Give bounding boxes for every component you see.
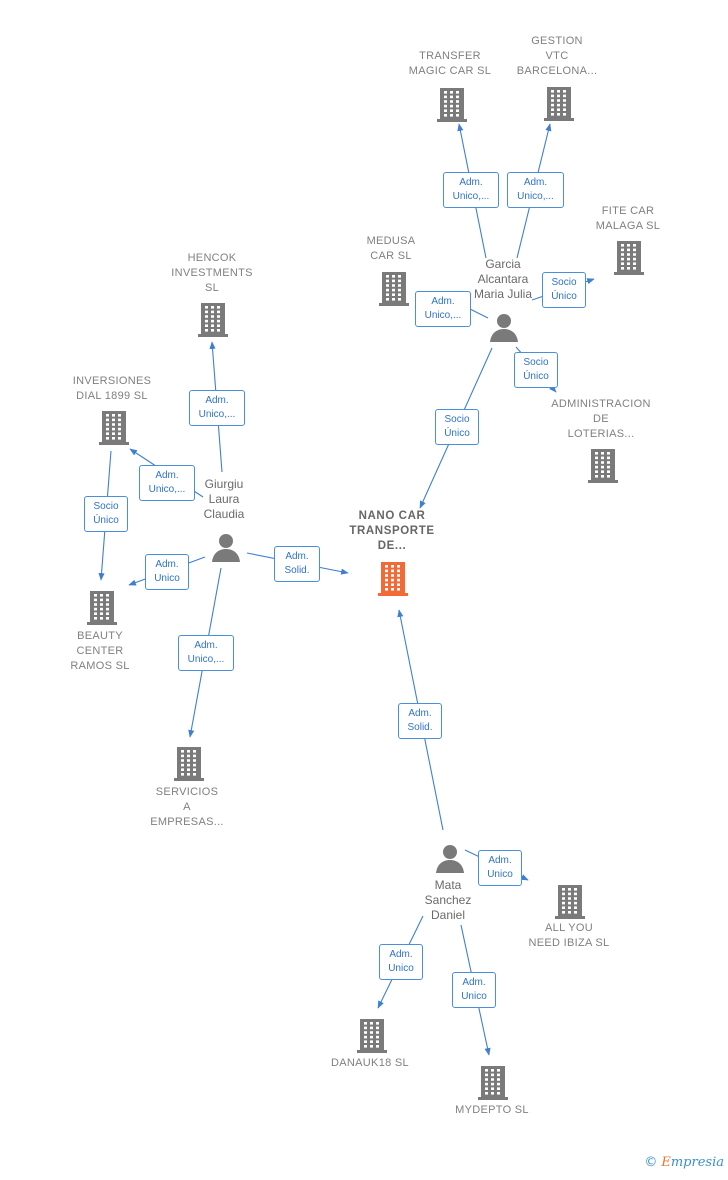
- node-giurgiu[interactable]: Giurgiu Laura Claudia: [203, 477, 245, 521]
- building-icon-hencok[interactable]: [197, 301, 229, 342]
- node-danauk[interactable]: DANAUK18 SL: [331, 1057, 409, 1069]
- edge-label-e5[interactable]: Socio Único: [514, 352, 558, 388]
- building-icon-gestion[interactable]: [543, 85, 575, 126]
- edge-label-e6[interactable]: Socio Único: [435, 409, 479, 445]
- building-icon-danauk[interactable]: [356, 1017, 388, 1058]
- node-gestion[interactable]: GESTION VTC BARCELONA...: [516, 35, 598, 77]
- edge-label-e3[interactable]: Socio Único: [542, 272, 586, 308]
- edge-label-e1[interactable]: Adm. Unico,...: [443, 172, 499, 208]
- node-beauty[interactable]: BEAUTY CENTER RAMOS SL: [70, 630, 130, 672]
- edge-label-e9[interactable]: Socio Único: [84, 496, 128, 532]
- node-allyou[interactable]: ALL YOU NEED IBIZA SL: [528, 922, 610, 949]
- person-icon-garcia[interactable]: [488, 312, 520, 349]
- person-icon-mata[interactable]: [434, 843, 466, 880]
- edge-label-e2[interactable]: Adm. Unico,...: [507, 172, 564, 208]
- person-icon-giurgiu[interactable]: [210, 532, 242, 569]
- edge-label-e11[interactable]: Adm. Solid.: [274, 546, 320, 582]
- node-mata[interactable]: Mata Sanchez Daniel: [424, 878, 472, 922]
- edge-label-e16[interactable]: Adm. Unico: [452, 972, 496, 1008]
- node-nano-car[interactable]: NANO CAR TRANSPORTE DE...: [349, 510, 435, 552]
- node-admin-loterias[interactable]: ADMINISTRACION DE LOTERIAS...: [551, 398, 651, 440]
- node-mydepto[interactable]: MYDEPTO SL: [455, 1104, 529, 1116]
- node-fite[interactable]: FITE CAR MALAGA SL: [595, 205, 661, 232]
- edge-label-e4[interactable]: Adm. Unico,...: [415, 291, 471, 327]
- edge-label-e12[interactable]: Adm. Unico,...: [178, 635, 234, 671]
- edge-label-e7[interactable]: Adm. Unico,...: [189, 390, 245, 426]
- building-icon-medusa[interactable]: [378, 270, 410, 311]
- node-medusa[interactable]: MEDUSA CAR SL: [366, 235, 416, 262]
- building-icon-beauty[interactable]: [86, 589, 118, 630]
- building-icon-admin_loterias[interactable]: [587, 447, 619, 488]
- building-icon-mydepto[interactable]: [477, 1064, 509, 1105]
- building-icon-transfer[interactable]: [436, 86, 468, 127]
- building-icon-servicios[interactable]: [173, 745, 205, 786]
- building-icon-fite[interactable]: [613, 239, 645, 280]
- edge-label-e10[interactable]: Adm. Unico: [145, 554, 189, 590]
- brand-logo: ©Empresia: [644, 1155, 724, 1170]
- edge-label-e15[interactable]: Adm. Unico: [379, 944, 423, 980]
- node-servicios[interactable]: SERVICIOS A EMPRESAS...: [150, 786, 224, 828]
- building-icon-nano[interactable]: [377, 560, 409, 601]
- node-inversiones[interactable]: INVERSIONES DIAL 1899 SL: [72, 375, 152, 402]
- edge-label-e8[interactable]: Adm. Unico,...: [139, 465, 195, 501]
- edge-label-e14[interactable]: Adm. Unico: [478, 850, 522, 886]
- edge-label-e13[interactable]: Adm. Solid.: [398, 703, 442, 739]
- node-garcia[interactable]: Garcia Alcantara Maria Julia: [473, 257, 533, 301]
- node-transfer[interactable]: TRANSFER MAGIC CAR SL: [408, 50, 492, 77]
- building-icon-inversiones[interactable]: [98, 409, 130, 450]
- building-icon-allyou[interactable]: [554, 883, 586, 924]
- node-hencok[interactable]: HENCOK INVESTMENTS SL: [171, 252, 253, 294]
